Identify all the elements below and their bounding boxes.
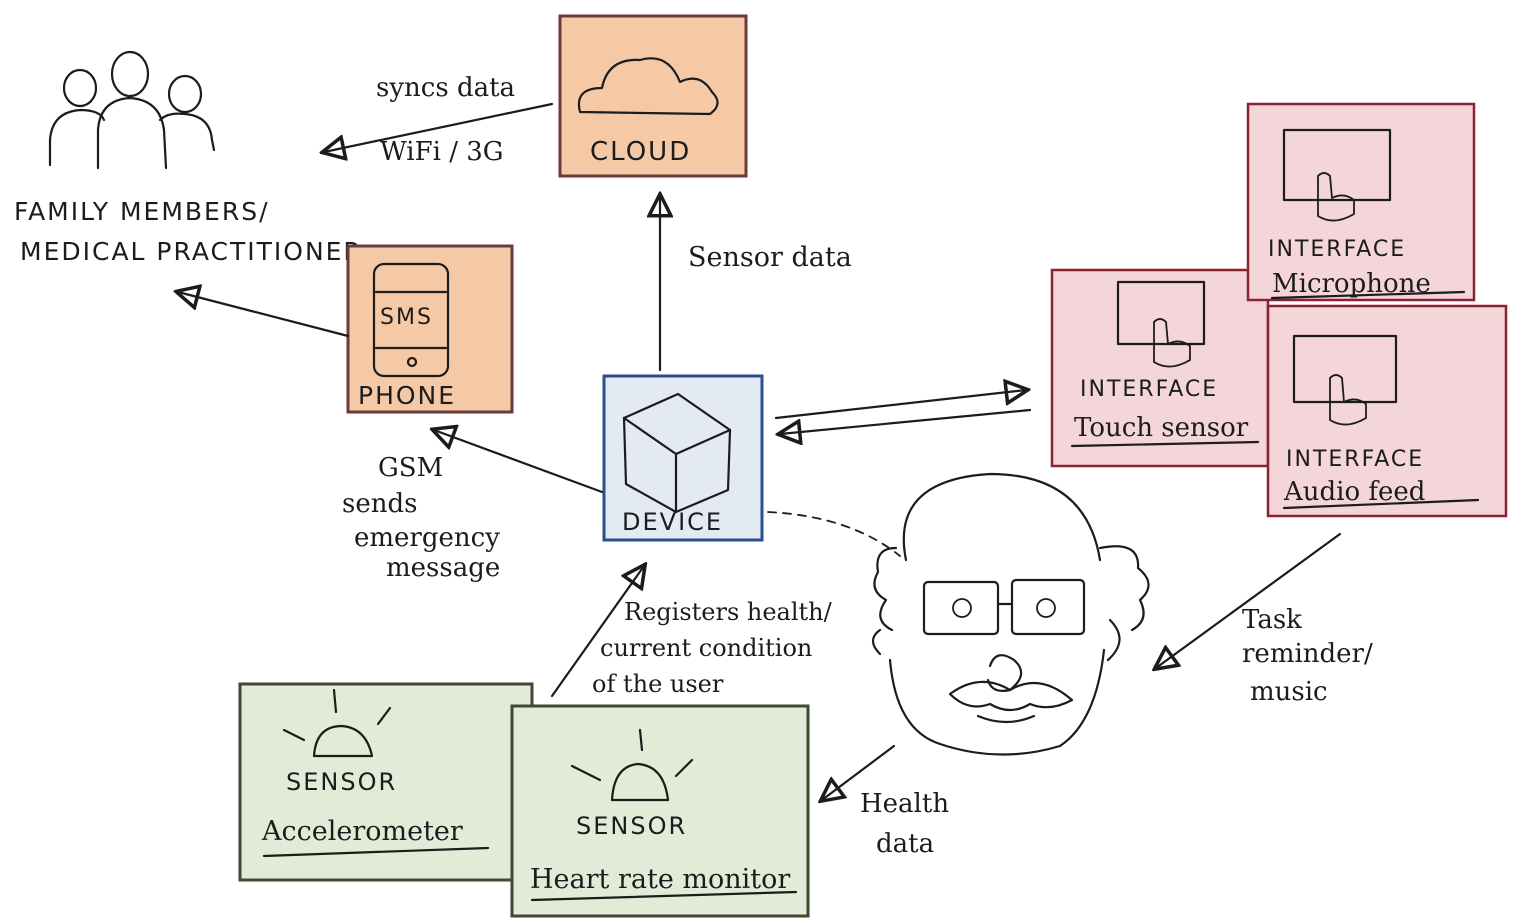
cloud-label: CLOUD [590,137,691,167]
label-health-data: Health data [860,789,949,859]
family-members-node: FAMILY MEMBERS/ MEDICAL PRACTITIONER [14,50,363,266]
elderly-user-figure [871,472,1150,756]
label-gsm: GSM sends emergency message [342,453,500,583]
alarm-light-icon [570,728,694,802]
interface-touch-subtitle: Touch sensor [1074,413,1249,443]
cloud-icon [577,57,719,116]
device-label: DEVICE [622,508,723,536]
sensor-heart-subtitle: Heart rate monitor [530,864,790,895]
sensor-heart-title: SENSOR [576,812,687,840]
edge-label-line: syncs data [376,73,515,103]
arrow-cloud-to-family [324,102,554,152]
interface-microphone-title: INTERFACE [1268,237,1406,262]
phone-node: SMS PHONE [346,244,514,414]
sensor-accelerometer-node: SENSOR Accelerometer [238,682,534,882]
sensor-heart-box [510,704,810,918]
cube-icon [622,392,732,514]
edge-label-line: WiFi / 3G [380,137,504,167]
sensor-accelerometer-subtitle: Accelerometer [261,816,463,847]
phone-label: PHONE [358,381,456,410]
interface-audio-box [1266,304,1508,518]
arrow-device-to-interface [774,390,1026,420]
interface-audio-subtitle: Audio feed [1283,477,1425,507]
edge-label-line: of the user [592,670,724,698]
interface-microphone-box [1246,102,1476,302]
interface-microphone-node: INTERFACE Microphone [1246,102,1476,302]
dashed-link-device-user [767,511,901,557]
arrow-interfaces-to-user [1156,532,1342,668]
arrow-phone-to-family [178,292,350,338]
edge-label-line: message [386,553,500,583]
arrow-interface-to-device [780,408,1032,434]
label-task-reminder: Task reminder/ music [1242,605,1373,707]
interface-touch-title: INTERFACE [1080,377,1218,402]
edge-label-line: sends [342,489,417,519]
phone-icon [372,262,450,378]
edge-label-line: GSM [378,453,443,483]
sensor-heart-node: SENSOR Heart rate monitor [510,704,810,918]
touch-screen-icon [1282,128,1392,222]
edge-label-line: reminder/ [1242,639,1373,669]
interface-audio-title: INTERFACE [1286,447,1424,472]
family-label-line1: FAMILY MEMBERS/ [14,197,270,226]
label-sensor-data: Sensor data [688,242,852,273]
interface-touch-box [1050,268,1270,468]
sensor-accelerometer-title: SENSOR [286,768,397,796]
edge-label-line: Sensor data [688,242,852,273]
edge-label-line: Health [860,789,949,819]
arrow-sensors-to-device [550,566,644,698]
edge-label-line: emergency [354,523,500,553]
people-icon [48,50,216,170]
device-node: DEVICE [602,374,764,542]
interface-audio-node: INTERFACE Audio feed [1266,304,1508,518]
edge-label-line: current condition [600,634,812,662]
arrow-device-to-phone [434,430,604,494]
edge-label-line: Registers health/ [624,598,833,626]
family-label-line2: MEDICAL PRACTITIONER [20,237,363,266]
alarm-light-icon [282,688,392,758]
cloud-node: CLOUD [558,14,748,178]
touch-screen-icon [1116,280,1206,368]
edge-label-line: music [1250,677,1328,707]
edge-label-line: Task [1242,605,1302,635]
device-box [602,374,764,542]
label-syncs-data: syncs data WiFi / 3G [376,73,515,167]
touch-screen-icon [1292,334,1398,426]
phone-screen-text: SMS [380,305,433,330]
phone-box [346,244,514,414]
label-registers-health: Registers health/ current condition of t… [592,598,833,698]
interface-touch-node: INTERFACE Touch sensor [1050,268,1270,468]
arrow-user-to-sensor [822,744,896,800]
edge-label-line: data [876,829,934,859]
